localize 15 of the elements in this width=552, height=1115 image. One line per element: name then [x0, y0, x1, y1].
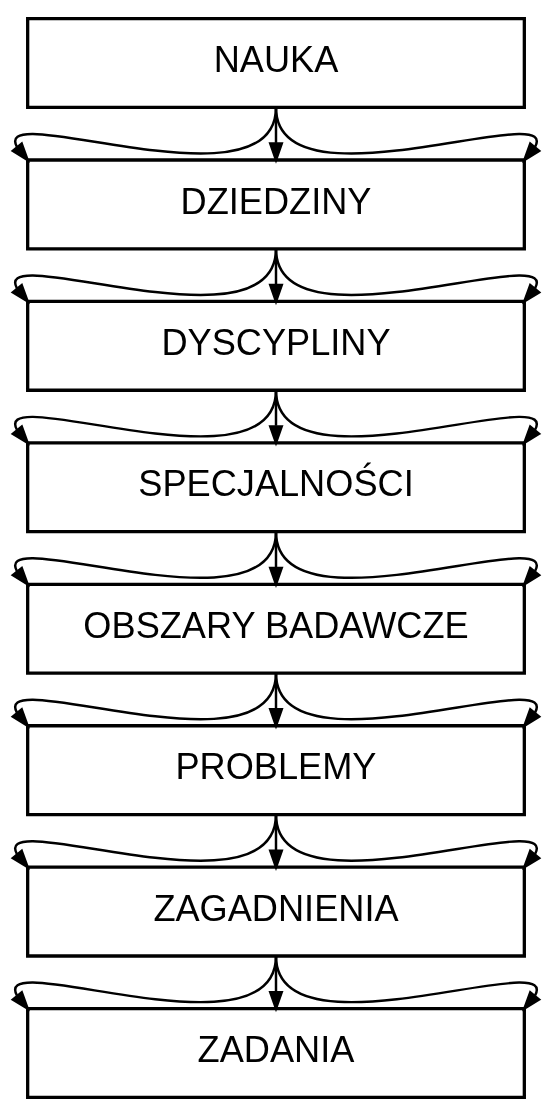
- node-box: NAUKA: [26, 16, 526, 109]
- arrow: [274, 672, 542, 729]
- node-box: SPECJALNOŚCI: [26, 440, 526, 533]
- arrow: [274, 955, 542, 1011]
- node-box: PROBLEMY: [26, 723, 526, 816]
- node-box: ZADANIA: [26, 1006, 526, 1099]
- arrow: [274, 530, 542, 587]
- arrow: [274, 813, 542, 870]
- arrow: [274, 389, 542, 446]
- node-box: DZIEDZINY: [26, 157, 526, 250]
- arrow: [274, 248, 542, 304]
- node-box: OBSZARY BADAWCZE: [26, 582, 526, 675]
- node-box: DYSCYPLINY: [26, 299, 526, 392]
- node-box: ZAGADNIENIA: [26, 865, 526, 958]
- arrow: [274, 106, 542, 163]
